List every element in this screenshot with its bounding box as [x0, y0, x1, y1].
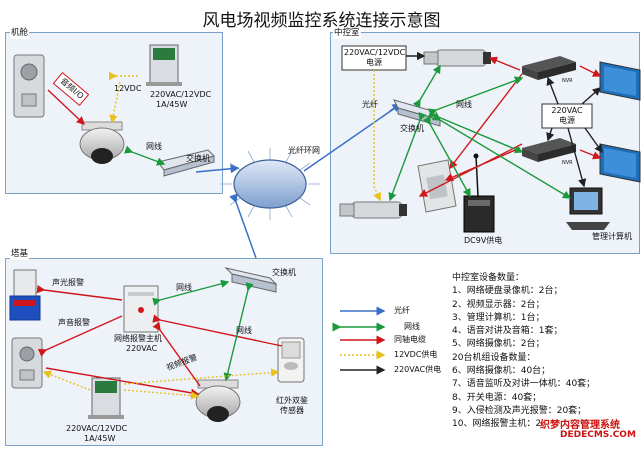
label-sound-light-alarm: 声光报警	[52, 278, 84, 287]
label-base-psu-1: 220VAC/12VDC	[66, 424, 128, 433]
watermark-line1: 织梦内容管理系统	[540, 416, 620, 431]
management-computer	[566, 187, 610, 230]
label-cabin-switch: 交换机	[186, 154, 210, 163]
label-alarm-host-2: 220VAC	[126, 344, 158, 353]
legend-lines	[332, 306, 386, 375]
list-item: 10、网络报警主机：20套；	[452, 419, 565, 430]
label-cabin-network: 网线	[146, 142, 162, 151]
watermark-line2: DEDECMS.COM	[560, 430, 636, 440]
label-power-box: 220VAC/12VDC 电源	[344, 48, 406, 67]
label-base-network-2: 网线	[236, 326, 252, 335]
control-room-title: 中控室	[333, 28, 361, 39]
label-alarm-host-1: 网络报警主机	[114, 334, 162, 343]
ir-dual-sensor	[277, 337, 305, 383]
list-item: 6、网络摄像机：40台；	[452, 366, 551, 377]
label-12vdc-cabin: 12VDC	[114, 84, 142, 93]
base-switch	[224, 267, 278, 293]
base-power-supply	[88, 377, 124, 419]
label-control-network: 网线	[456, 100, 472, 109]
tower-base-title: 塔基	[10, 249, 30, 260]
legend-label-coax: 同轴电缆	[394, 335, 426, 344]
control-bullet-camera-bottom	[339, 201, 407, 219]
control-bullet-camera-top	[423, 49, 491, 67]
legend-label-network: 网线	[404, 322, 420, 331]
cabin-switch	[157, 149, 215, 177]
list-item: 7、语音监听及对讲一体机：40套；	[452, 379, 596, 390]
label-fiber: 光纤	[362, 100, 378, 109]
label-ir-sensor-2: 传感器	[280, 406, 304, 415]
control-power-box	[341, 45, 407, 71]
label-nvr-top: NVR	[562, 78, 573, 84]
base-intercom-device	[11, 337, 43, 389]
nvr-top	[522, 56, 576, 80]
list-item: 9、入侵检测及声光报警：20套；	[452, 405, 587, 416]
label-cabin-psu-2: 1A/45W	[156, 100, 188, 109]
cabin-intercom-device	[13, 54, 45, 118]
list-header-control: 中控室设备数量：	[452, 273, 525, 283]
label-ir-sensor-1: 红外双鉴	[276, 396, 308, 405]
label-mgmt-pc: 管理计算机	[592, 232, 632, 241]
cabin-dome-camera	[79, 121, 125, 164]
list-item: 1、网络硬盘录像机：2台；	[452, 286, 563, 297]
label-cabin-psu-1: 220VAC/12VDC	[150, 90, 212, 99]
base-dome-camera	[195, 379, 241, 422]
monitor-bottom	[599, 143, 641, 183]
label-dc9v: DC9V供电	[464, 236, 503, 245]
label-220vac-box: 220VAC 电源	[551, 106, 583, 125]
label-base-switch: 交换机	[272, 268, 296, 277]
alarm-host	[123, 285, 159, 333]
legend-label-12vdc: 12VDC供电	[394, 350, 438, 359]
list-item: 3、管理计算机：1台；	[452, 312, 545, 323]
list-item: 8、开关电源：40套；	[452, 392, 542, 403]
legend-label-fiber: 光纤	[394, 306, 410, 315]
label-control-switch: 交换机	[400, 124, 424, 133]
fiber-ring	[220, 148, 320, 220]
list-item: 2、视频显示器：2台；	[452, 299, 545, 310]
cabin-power-supply	[146, 44, 182, 86]
fiber-links	[195, 103, 402, 259]
legend-label-220vac: 220VAC供电	[394, 365, 442, 374]
equipment-list: 中控室设备数量： 1、网络硬盘录像机：2台； 2、视频显示器：2台； 3、管理计…	[452, 272, 595, 432]
strobe-alarm-light	[9, 269, 41, 321]
label-base-psu-2: 1A/45W	[84, 434, 116, 443]
label-nvr-bottom: NVR	[562, 160, 573, 166]
control-switch	[393, 99, 441, 127]
list-header-turbines: 20台机组设备数量：	[452, 352, 536, 363]
monitor-top	[599, 61, 641, 101]
diagram-title: 风电场视频监控系统连接示意图	[202, 11, 441, 31]
list-item: 5、网络摄像机：2台；	[452, 339, 545, 350]
label-base-network-1: 网线	[176, 283, 192, 292]
cabin-title: 机舱	[10, 28, 30, 39]
audio-io-badge	[52, 72, 90, 106]
label-fiber-ring: 光纤环网	[288, 146, 320, 155]
label-voice-alarm: 声音报警	[58, 318, 90, 327]
list-item: 4、语音对讲及音箱：1套；	[452, 326, 563, 337]
